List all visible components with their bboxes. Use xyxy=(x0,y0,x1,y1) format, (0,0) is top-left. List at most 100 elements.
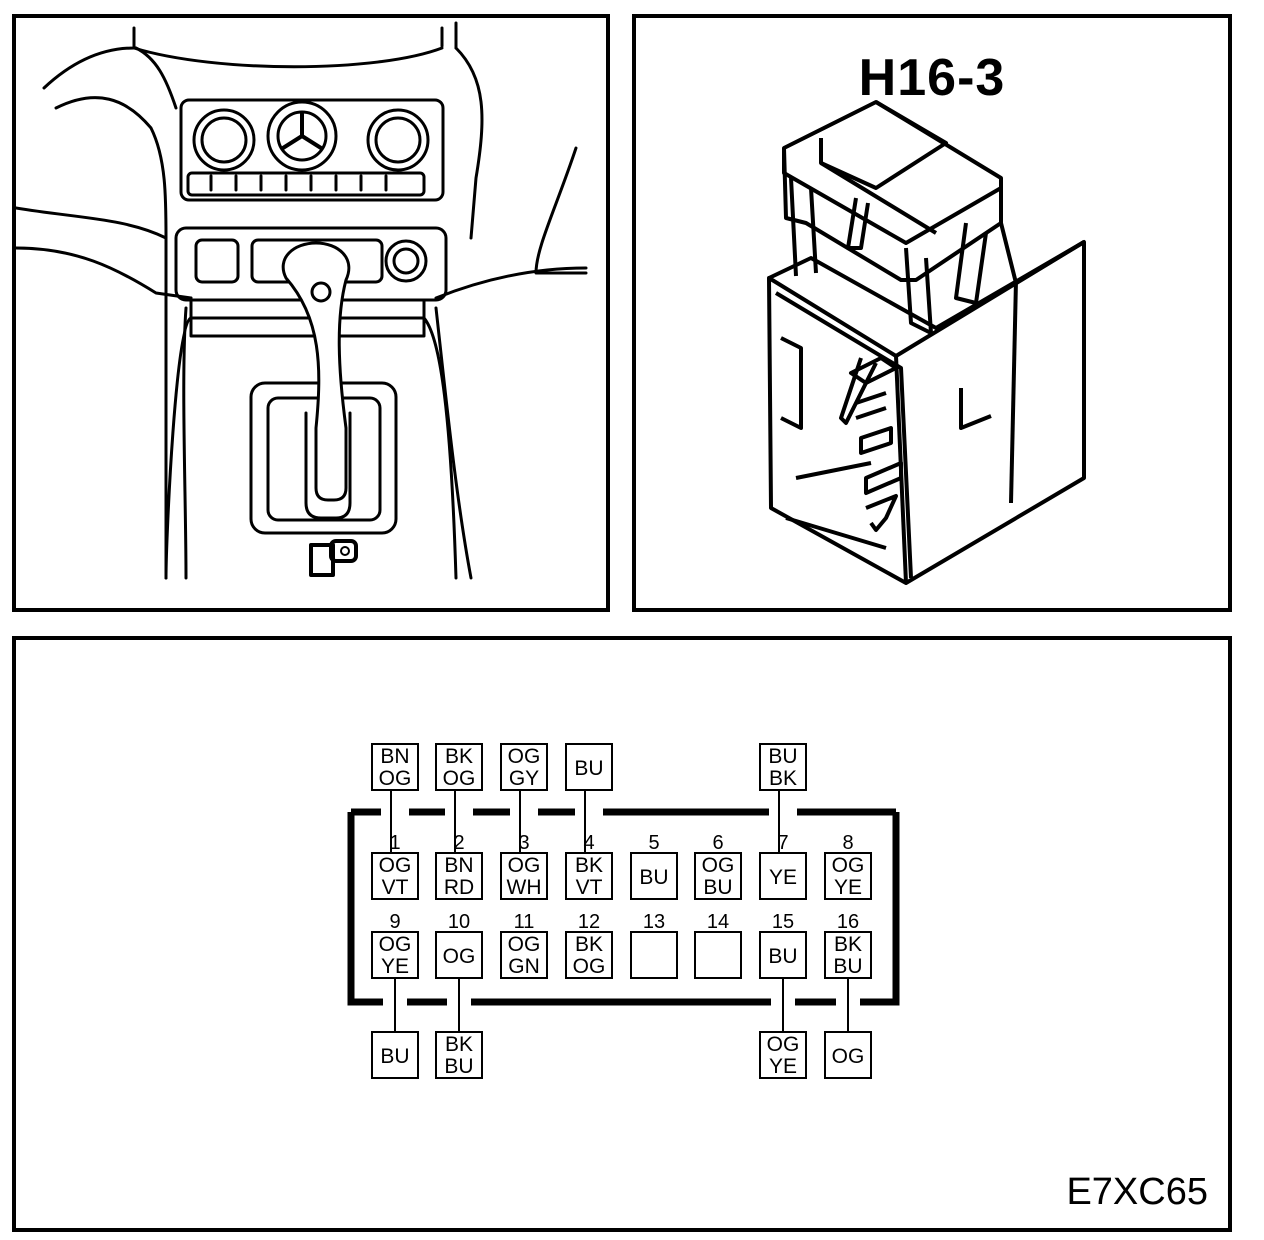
wire-top-pin-2-box xyxy=(435,743,483,791)
pin-14-cavity xyxy=(694,931,742,979)
pin-12-cavity-box xyxy=(565,931,613,979)
connector-outline xyxy=(347,812,900,1006)
pin-1-cavity-box xyxy=(371,852,419,900)
wire-color-label: BN xyxy=(444,854,473,877)
wire-color-label: OG xyxy=(767,1033,800,1056)
pin-13-cavity-box xyxy=(630,931,678,979)
wire-color-label: GN xyxy=(508,955,540,978)
wire-top-pin-7-box xyxy=(759,743,807,791)
wire-color-label: YE xyxy=(381,955,409,978)
wire-top-pin-4-box xyxy=(565,743,613,791)
pin-7: 7YE xyxy=(759,832,807,900)
connector-view-panel: H16-3 xyxy=(632,14,1232,612)
wire-color-label: YE xyxy=(769,1055,797,1078)
wire-color-label: BU xyxy=(703,876,732,899)
pin-number: 4 xyxy=(583,832,594,854)
wire-top-pin-3-box xyxy=(500,743,548,791)
wire-color-label: OG xyxy=(832,854,865,877)
wire-color-label: BU xyxy=(444,1055,473,1078)
wire-color-label: OG xyxy=(379,767,412,790)
pin-10-cavity-box xyxy=(435,931,483,979)
wire-color-label: BK xyxy=(575,854,603,877)
pin-16-cavity-box xyxy=(824,931,872,979)
wire-bottom-pin-16: OG xyxy=(824,1031,872,1079)
pin-14-cavity-box xyxy=(694,931,742,979)
wire-color-label: OG xyxy=(379,854,412,877)
pin-number: 9 xyxy=(389,911,400,933)
figure-code: E7XC65 xyxy=(1066,1171,1208,1213)
wire-color-label: BK xyxy=(834,933,862,956)
wire-color-label: YE xyxy=(834,876,862,899)
pin-2-cavity-box xyxy=(435,852,483,900)
pin-7-cavity-box xyxy=(759,852,807,900)
wire-color-label: OG xyxy=(508,745,541,768)
wire-color-label: OG xyxy=(443,767,476,790)
wire-bottom-pin-9-box xyxy=(371,1031,419,1079)
pin-4-cavity-box xyxy=(565,852,613,900)
pin-number: 8 xyxy=(842,832,853,854)
wire-top-pin-1-box xyxy=(371,743,419,791)
pinout-diagram: 1OGVT2BNRD3OGWH4BKVT5BU6OGBU7YE8OGYE9OGY… xyxy=(347,743,900,1079)
pin-7-cavity: YE xyxy=(759,852,807,900)
wire-color-label: BU xyxy=(833,955,862,978)
wire-color-label: OG xyxy=(573,955,606,978)
pin-13-cavity xyxy=(630,931,678,979)
connector-illustration xyxy=(767,100,1086,585)
pin-number: 10 xyxy=(448,911,470,933)
wire-color-label: WH xyxy=(507,876,542,899)
pin-5-cavity: BU xyxy=(630,852,678,900)
wire-color-label: BU xyxy=(768,945,797,968)
wire-color-label: OG xyxy=(443,945,476,968)
wire-color-label: BK xyxy=(575,933,603,956)
wire-bottom-pin-16-box xyxy=(824,1031,872,1079)
pin-number: 2 xyxy=(453,832,464,854)
pin-15-cavity: BU xyxy=(759,931,807,979)
pin-10-cavity: OG xyxy=(435,931,483,979)
pin-13: 13 xyxy=(630,911,678,979)
pin-number: 5 xyxy=(648,832,659,854)
pin-number: 3 xyxy=(518,832,529,854)
pin-3-cavity-box xyxy=(500,852,548,900)
wire-color-label: BN xyxy=(380,745,409,768)
wire-color-label: GY xyxy=(509,767,539,790)
pin-number: 15 xyxy=(772,911,794,933)
pin-6-cavity-box xyxy=(694,852,742,900)
pin-5: 5BU xyxy=(630,832,678,900)
connector-title: H16-3 xyxy=(858,49,1006,107)
wire-color-label: BK xyxy=(445,745,473,768)
pin-15-cavity-box xyxy=(759,931,807,979)
wire-color-label: BU xyxy=(380,1045,409,1068)
wire-color-label: BU xyxy=(639,866,668,889)
pin-14: 14 xyxy=(694,911,742,979)
wire-color-label: BK xyxy=(445,1033,473,1056)
wire-color-label: VT xyxy=(576,876,603,899)
console-illustration xyxy=(16,21,588,580)
pin-number: 7 xyxy=(777,832,788,854)
wire-color-label: BU xyxy=(574,757,603,780)
wire-top-pin-4: BU xyxy=(565,743,613,791)
pin-number: 12 xyxy=(578,911,600,933)
console-location-panel xyxy=(12,14,610,612)
wire-color-label: BU xyxy=(768,745,797,768)
